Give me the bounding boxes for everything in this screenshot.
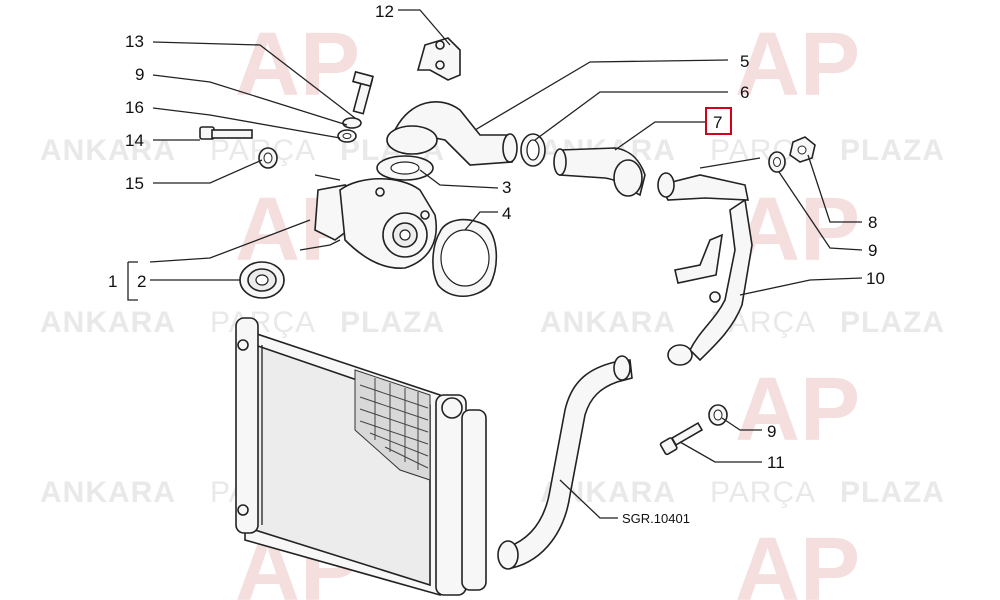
part-15-washer (258, 147, 278, 169)
part-10-coolant-pipe (657, 172, 753, 366)
part-4-pump-gasket (432, 218, 498, 297)
drawing-reference: SGR.10401 (622, 511, 690, 526)
watermark-layer: AP AP AP AP AP AP AP AP ANKARA PARÇA PLA… (40, 15, 945, 600)
callout-15: 15 (125, 174, 144, 193)
callout-13: 13 (125, 32, 144, 51)
watermark-text-row-2: ANKARA PARÇA PLAZA ANKARA PARÇA PLAZA (40, 306, 945, 339)
part-6-hose-clamp (520, 133, 546, 167)
part-7-hose (553, 147, 646, 197)
callout-8: 8 (868, 213, 877, 232)
part-13-bolt (352, 70, 374, 115)
svg-text:PARÇA: PARÇA (710, 476, 816, 509)
svg-text:PLAZA: PLAZA (340, 306, 445, 339)
callout-14: 14 (125, 131, 144, 150)
callout-7: 7 (713, 113, 722, 132)
callout-labels: 12 13 9 16 14 15 1 2 5 6 7 3 4 8 9 10 9 … (108, 2, 885, 526)
svg-text:ANKARA: ANKARA (540, 306, 676, 339)
svg-text:PLAZA: PLAZA (840, 476, 945, 509)
callout-12: 12 (375, 2, 394, 21)
callout-9-top: 9 (135, 65, 144, 84)
svg-text:AP: AP (735, 520, 860, 600)
callout-9-bottom: 9 (767, 422, 776, 441)
svg-text:PLAZA: PLAZA (840, 306, 945, 339)
svg-text:PARÇA: PARÇA (210, 306, 316, 339)
part-9-washer-top (342, 117, 362, 129)
part-12-bracket (416, 37, 461, 81)
watermark-text-row-3: ANKARA PARÇA PLAZA ANKARA PARÇA PLAZA (40, 476, 945, 509)
svg-text:PLAZA: PLAZA (840, 134, 945, 167)
part-3-gasket (376, 155, 434, 181)
callout-4: 4 (502, 204, 511, 223)
callout-9-right: 9 (868, 241, 877, 260)
callout-3: 3 (502, 178, 511, 197)
part-9-washer-bottom (708, 404, 728, 426)
callout-6: 6 (740, 83, 749, 102)
svg-text:AP: AP (235, 15, 360, 115)
svg-text:ANKARA: ANKARA (40, 476, 176, 509)
callout-1: 1 (108, 272, 117, 291)
part-16-washer (337, 129, 357, 143)
callout-5: 5 (740, 52, 749, 71)
svg-text:AP: AP (735, 360, 860, 460)
part-5-elbow-pipe (386, 101, 518, 166)
lower-hose (497, 355, 633, 570)
callout-11: 11 (767, 453, 785, 472)
svg-text:ANKARA: ANKARA (40, 306, 176, 339)
callout-2: 2 (137, 272, 146, 291)
part-14-bolt (199, 126, 253, 140)
part-9-washer-right (768, 151, 786, 173)
svg-text:AP: AP (735, 180, 860, 280)
part-11-bolt (659, 421, 704, 456)
pump-pulley (239, 261, 285, 299)
callout-16: 16 (125, 98, 144, 117)
radiator (235, 317, 487, 597)
svg-text:AP: AP (735, 15, 860, 115)
leader-lines (127, 9, 863, 519)
part-2-water-pump (314, 177, 437, 269)
svg-text:ANKARA: ANKARA (40, 134, 176, 167)
callout-10: 10 (866, 269, 885, 288)
callout-7-highlight-box (705, 107, 732, 135)
